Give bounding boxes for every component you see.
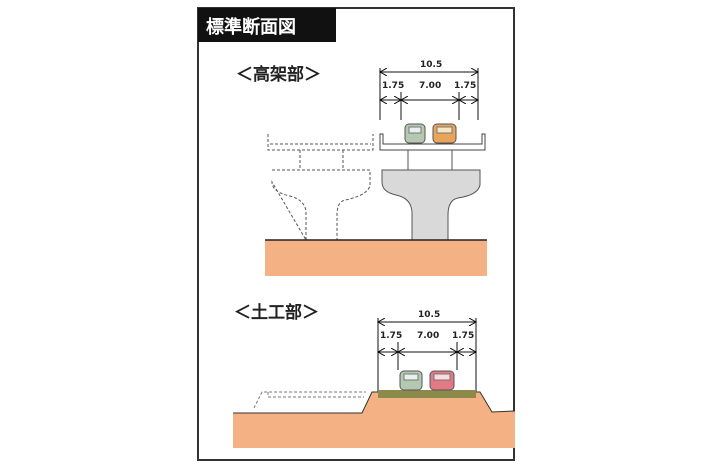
- car-icon: [404, 123, 426, 144]
- elevated-ground: [265, 240, 487, 276]
- car-icon: [399, 370, 423, 391]
- title: 標準断面図: [206, 16, 296, 38]
- earthwork-label: ＜土工部＞: [234, 302, 319, 323]
- earthwork-section: ＜土工部＞ 10.5 1.75 7.00 1.75: [233, 302, 516, 448]
- earthwork-lanes: 7.00: [417, 331, 439, 341]
- earthwork-total-width: 10.5: [418, 310, 440, 320]
- frame: [197, 7, 515, 461]
- elevated-shoulder-left: 1.75: [382, 81, 404, 91]
- elevated-section: ＜高架部＞ 10.5 1.75 7.00 1.75: [236, 60, 487, 276]
- elevated-total-width: 10.5: [420, 60, 442, 70]
- earthwork-shoulder-left: 1.75: [380, 331, 402, 341]
- car-icon: [432, 123, 457, 144]
- road-surface: [378, 390, 476, 398]
- elevated-shoulder-right: 1.75: [454, 81, 476, 91]
- earthwork-shoulder-right: 1.75: [452, 331, 474, 341]
- title-box: [198, 8, 336, 42]
- elevated-label: ＜高架部＞: [236, 64, 321, 85]
- car-icon: [429, 370, 455, 391]
- elevated-lanes: 7.00: [419, 81, 441, 91]
- earthwork-ground: [233, 392, 515, 448]
